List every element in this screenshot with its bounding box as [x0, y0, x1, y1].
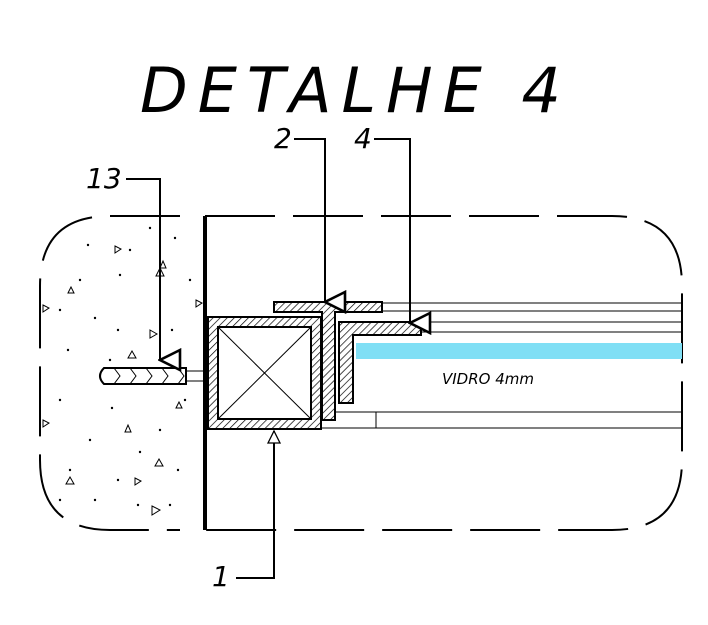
svg-text:2: 2 [274, 122, 292, 155]
callout-2: 2 [274, 122, 325, 302]
glazing-bead-profile [338, 321, 422, 404]
callout-1: 1 [212, 429, 282, 593]
svg-text:4: 4 [354, 122, 372, 155]
square-tube-profile [207, 316, 322, 430]
callout-13: 13 [86, 162, 164, 360]
callout-4: 4 [354, 122, 410, 323]
concrete-wall [39, 215, 203, 531]
drawing-title: DETALHE 4 [140, 54, 571, 127]
wall-anchor [99, 367, 208, 385]
concrete-texture [42, 226, 203, 516]
glass-pane [356, 343, 682, 359]
svg-text:1: 1 [212, 560, 230, 593]
t-profile [273, 301, 383, 421]
svg-text:13: 13 [86, 162, 122, 195]
glass-label: VIDRO 4mm [442, 370, 534, 388]
